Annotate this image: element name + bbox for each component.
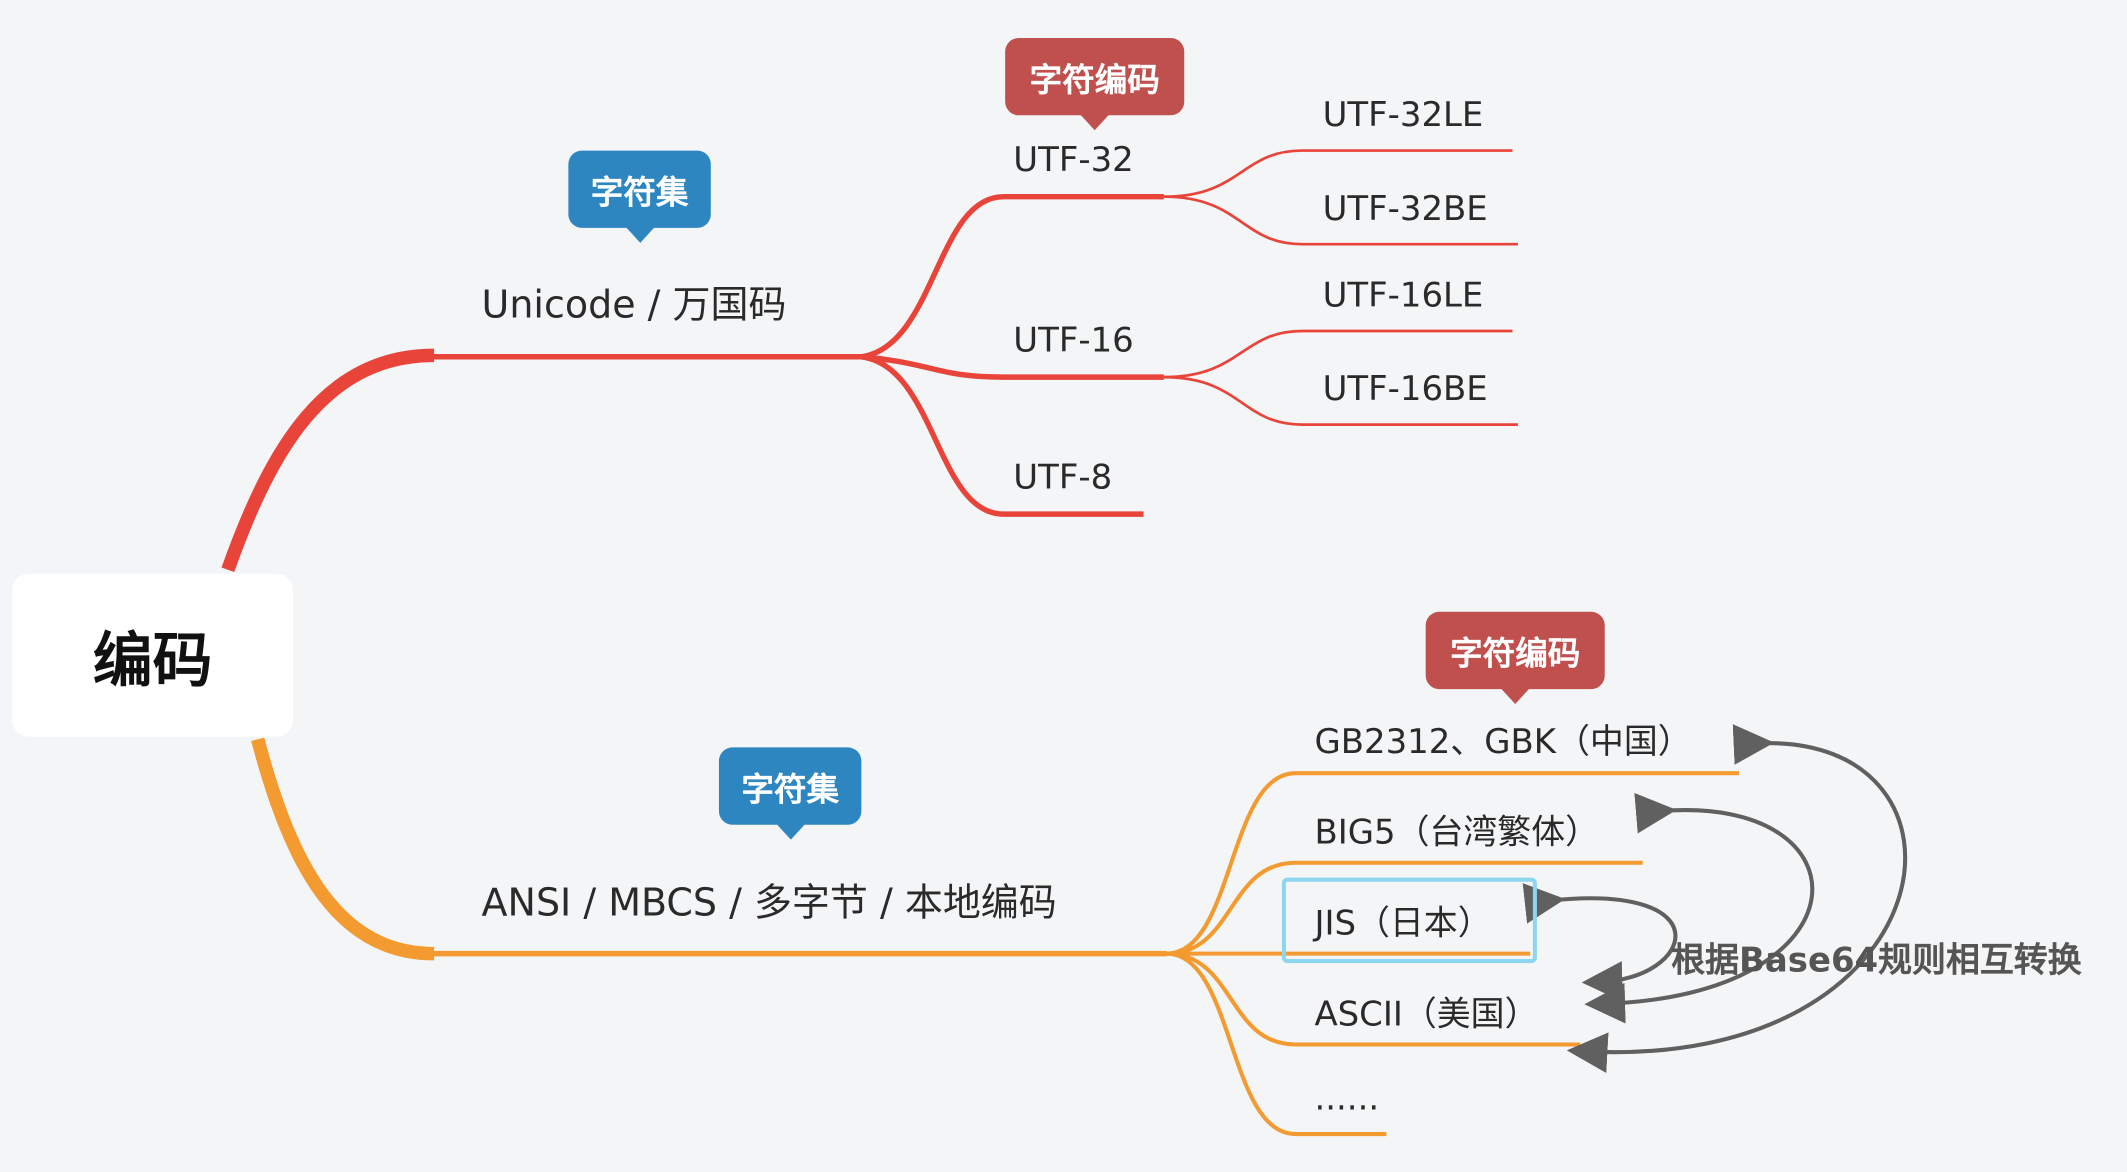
connector-utf32-be [1163, 195, 1518, 246]
connector-utf16-be [1163, 375, 1518, 426]
connector-utf32-le [1163, 149, 1513, 199]
encoding-tag-utf32-label: 字符编码 [1029, 61, 1160, 100]
connector-ansi-gb [1166, 771, 1740, 956]
connector-ansi-more [1166, 951, 1387, 1137]
node-utf32[interactable]: UTF-32 [1013, 139, 1134, 180]
charset-tag-unicode: 字符集 [568, 150, 711, 243]
encoding-tag-ansi-label: 字符编码 [1450, 634, 1581, 673]
arrow-gb-ascii [1566, 724, 1908, 1073]
jis-highlight-box [1281, 877, 1537, 964]
charset-tag-ansi-label: 字符集 [741, 770, 839, 809]
connector-ansi-ascii [1166, 951, 1581, 1047]
root-node[interactable]: 编码 [12, 573, 294, 737]
node-more[interactable]: ...... [1314, 1078, 1380, 1118]
connector-root-unicode [221, 348, 435, 573]
connector-ansi-big5 [1166, 860, 1643, 956]
connector-unicode-utf16 [861, 354, 1164, 380]
node-utf16le[interactable]: UTF-16LE [1322, 275, 1484, 315]
connector-utf16-le [1163, 329, 1513, 379]
charset-tag-unicode-label: 字符集 [590, 173, 689, 212]
node-ascii[interactable]: ASCII（美国） [1314, 994, 1539, 1034]
node-utf32be[interactable]: UTF-32BE [1322, 188, 1488, 228]
conversion-note: 根据Base64规则相互转换 [1671, 940, 2082, 980]
node-ansi[interactable]: ANSI / MBCS / 多字节 / 本地编码 [481, 880, 1057, 926]
node-utf16be[interactable]: UTF-16BE [1322, 368, 1488, 409]
node-jis[interactable]: JIS（日本） [1314, 903, 1492, 943]
connector-unicode-utf32 [860, 193, 1164, 360]
node-unicode[interactable]: Unicode / 万国码 [481, 282, 787, 327]
connector-root-ansi [251, 737, 435, 961]
connector-unicode-utf8 [860, 354, 1144, 517]
node-big5[interactable]: BIG5（台湾繁体） [1314, 812, 1600, 852]
root-label: 编码 [92, 626, 213, 696]
node-utf8[interactable]: UTF-8 [1013, 457, 1113, 497]
node-utf32le[interactable]: UTF-32LE [1322, 94, 1484, 135]
node-gb2312-gbk[interactable]: GB2312、GBK（中国） [1314, 721, 1692, 761]
arrow-jis-ascii [1522, 883, 1678, 1002]
encoding-tag-utf32: 字符编码 [1005, 37, 1185, 131]
charset-tag-ansi: 字符集 [718, 747, 862, 840]
encoding-tag-ansi: 字符编码 [1425, 611, 1605, 705]
node-utf16[interactable]: UTF-16 [1013, 320, 1134, 360]
